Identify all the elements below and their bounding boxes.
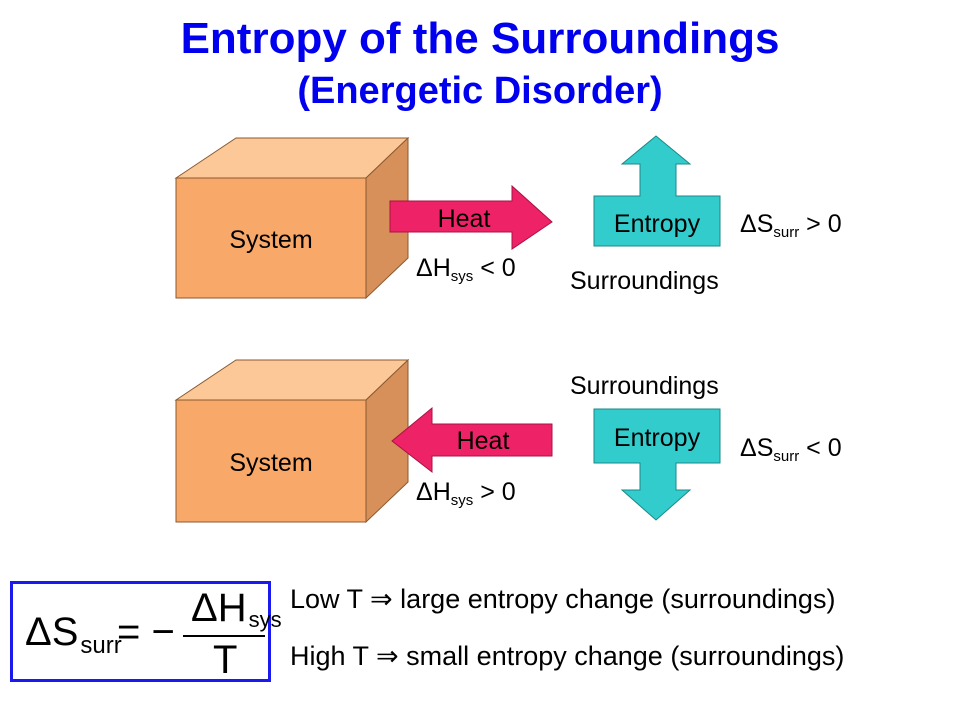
top-system-label: System [229,226,312,254]
low-temperature-statement: Low T ⇒ large entropy change (surroundin… [290,584,836,614]
bottom-heat-label: Heat [457,427,510,455]
page-subtitle: (Energetic Disorder) [297,70,663,112]
top-entropy-arrow: Entropy [593,135,721,247]
formula-equals: = − [117,610,175,654]
formula-denominator: T [213,638,238,682]
bottom-delta-h: ΔHsys > 0 [416,478,516,509]
bottom-delta-s: ΔSsurr < 0 [740,434,842,465]
page-title: Entropy of the Surroundings [180,14,780,63]
formula-fraction-bar [183,635,265,637]
bottom-system-box: System [174,358,410,524]
formula-box: ΔSsurr = − ΔHsys T [10,581,282,682]
top-heat-label: Heat [438,205,491,233]
top-surroundings-label: Surroundings [570,267,719,295]
bottom-entropy-label: Entropy [614,424,701,452]
formula-lhs: ΔSsurr [25,610,122,659]
bottom-heat-arrow: Heat [391,406,553,474]
bottom-surroundings-label: Surroundings [570,372,719,400]
top-heat-arrow: Heat [389,184,553,250]
top-delta-s: ΔSsurr > 0 [740,210,842,241]
bottom-entropy-arrow: Entropy [593,408,721,521]
top-system-box: System [174,136,410,300]
high-temperature-statement: High T ⇒ small entropy change (surroundi… [290,641,845,671]
formula-numerator: ΔHsys [191,586,282,632]
top-delta-h: ΔHsys < 0 [416,254,516,285]
bottom-system-label: System [229,449,312,477]
top-entropy-label: Entropy [614,210,701,238]
